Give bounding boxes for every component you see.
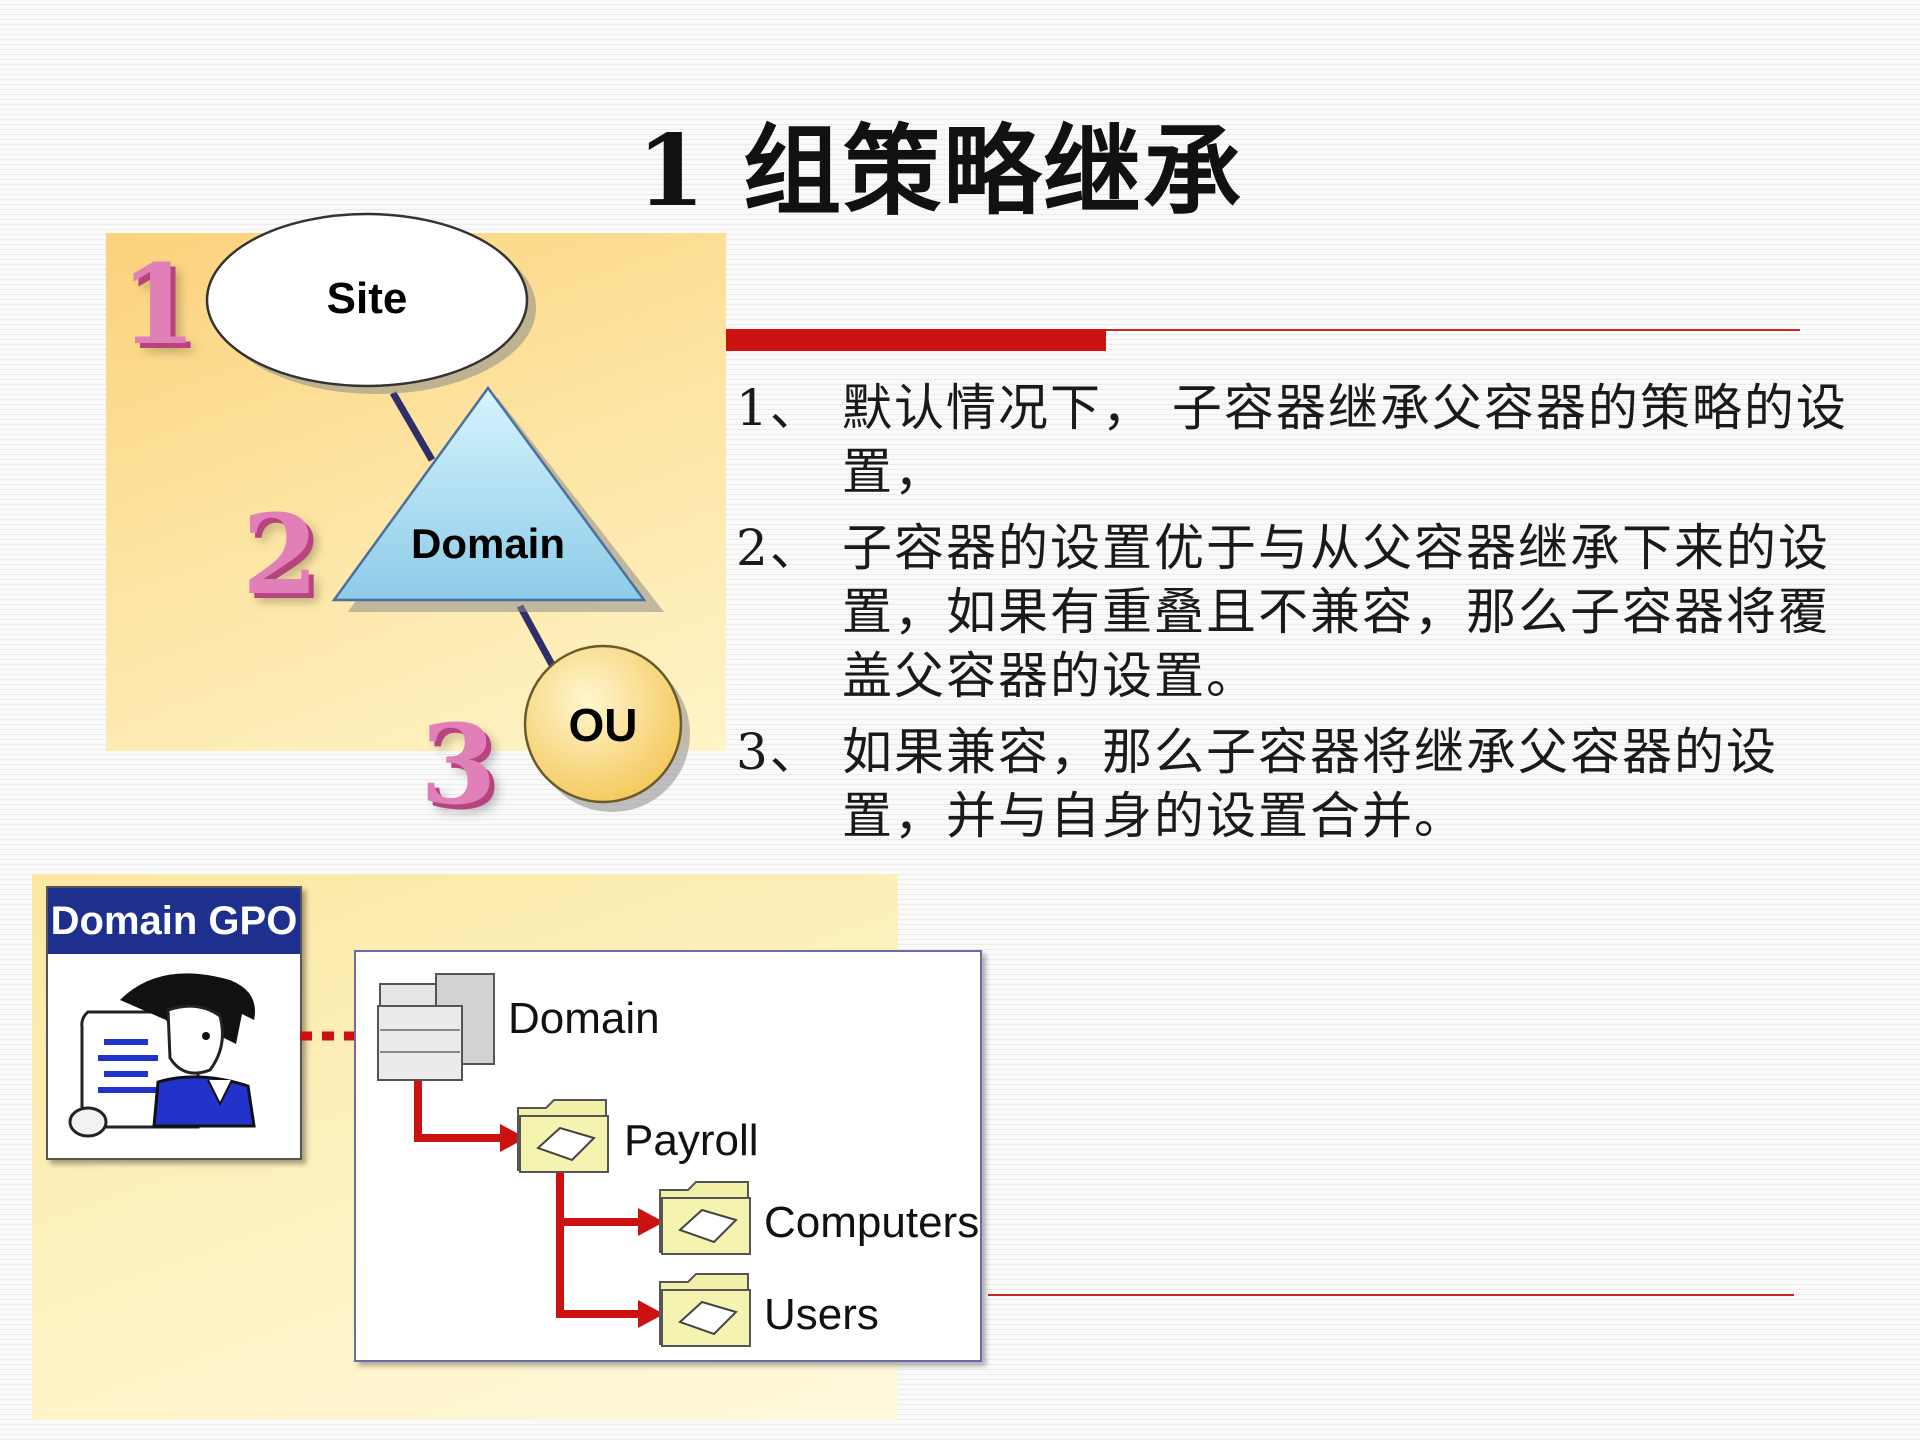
computers-folder-icon — [659, 1181, 751, 1255]
domain-label: Domain — [410, 520, 565, 567]
arrow-payroll-users — [556, 1222, 640, 1318]
users-folder-icon — [659, 1273, 751, 1347]
level-number-1: 1 — [120, 240, 197, 369]
arrow-payroll-computers — [556, 1168, 640, 1226]
level-number-2: 2 — [242, 490, 319, 619]
note-index: 1、 — [736, 379, 822, 437]
divider-bar-accent — [726, 329, 1106, 351]
domain-ou-connector — [516, 604, 560, 674]
ou-circle — [523, 644, 683, 804]
payroll-folder-icon — [517, 1099, 609, 1173]
tree-item-domain: Domain — [508, 994, 660, 1043]
note-item-1: 1、默认情况下， 子容器继承父容器的策略的设置， — [736, 376, 1876, 504]
gpo-admin-icon — [68, 973, 256, 1138]
arrow-head-payroll — [500, 1124, 526, 1152]
tree-item-payroll: Payroll — [624, 1116, 759, 1165]
page-title: 1 组策略继承 — [636, 114, 1244, 229]
arrow-head-computers — [638, 1208, 664, 1236]
level-number-3: 3 — [420, 700, 497, 829]
domain-server-icon — [377, 973, 495, 1081]
ou-label: OU — [568, 699, 638, 751]
note-text: 如果兼容，那么子容器将继承父容器的设置，并与自身的设置合并。 — [842, 723, 1778, 845]
note-index: 3、 — [736, 723, 822, 781]
arrow-head-users — [638, 1300, 664, 1328]
note-item-2: 2、子容器的设置优于与从父容器继承下来的设置，如果有重叠且不兼容，那么子容器将覆… — [736, 516, 1876, 708]
divider-line-top — [726, 329, 1800, 331]
site-domain-connector — [389, 391, 436, 462]
notes-list: 1、默认情况下， 子容器继承父容器的策略的设置， 2、子容器的设置优于与从父容器… — [736, 376, 1876, 860]
divider-line-bottom — [988, 1294, 1794, 1296]
domain-gpo-card: Domain GPO — [46, 886, 302, 1160]
tree-item-users: Users — [764, 1290, 879, 1339]
site-label: Site — [326, 274, 408, 323]
domain-triangle — [331, 385, 647, 602]
gpo-card-title: Domain GPO — [48, 888, 300, 954]
note-index: 2、 — [736, 519, 822, 577]
note-text: 默认情况下， 子容器继承父容器的策略的设置， — [842, 379, 1848, 501]
note-text: 子容器的设置优于与从父容器继承下来的设置，如果有重叠且不兼容，那么子容器将覆盖父… — [842, 519, 1830, 705]
tree-item-computers: Computers — [764, 1198, 980, 1247]
site-ellipse — [205, 212, 529, 388]
note-item-3: 3、如果兼容，那么子容器将继承父容器的设置，并与自身的设置合并。 — [736, 720, 1876, 848]
